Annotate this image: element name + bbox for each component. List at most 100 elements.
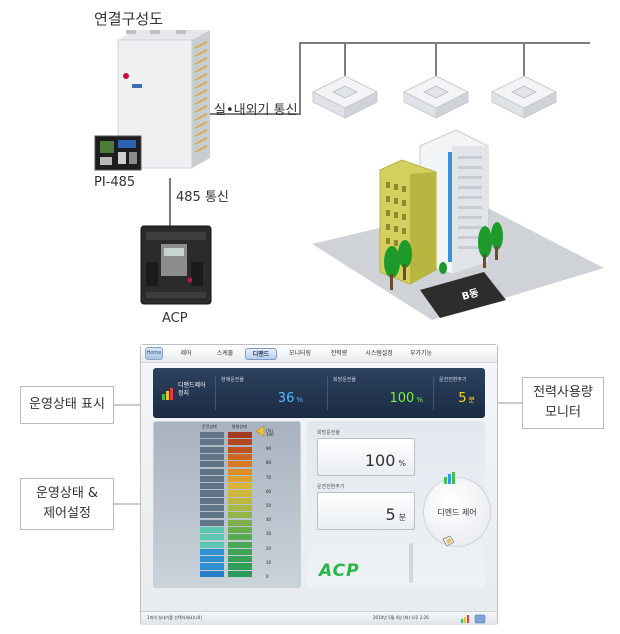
operating-rate-cell [200, 497, 224, 504]
load-level-cell [228, 453, 252, 461]
status-icons [461, 614, 486, 624]
demand-state-line-2: 정지 [178, 390, 190, 397]
kpi-desired-rate: 희망운전율 100% [327, 376, 431, 410]
acp-controller-icon [140, 225, 212, 305]
tab-extra[interactable]: 부가기능 [409, 350, 433, 357]
desired-rate-field[interactable]: 100% [317, 438, 415, 476]
scrollbar[interactable] [409, 543, 413, 583]
tab-schedule[interactable]: 스케줄 [216, 350, 234, 357]
gauge-unit-label: (%) [266, 428, 273, 433]
operating-rate-cell [200, 468, 224, 475]
operating-rate-cell [200, 453, 224, 461]
trees-icon [384, 222, 503, 290]
desired-rate-title: 희망운전율 [317, 430, 341, 436]
operating-rate-cell [200, 432, 224, 439]
tab-power[interactable]: 전력량 [330, 350, 348, 357]
hand-pointer-icon [442, 535, 455, 547]
screen-status-bar: 1개의 실내기를 선택하세요(나0) 2010년 5월 4일 (화) 오후 2:… [141, 611, 497, 625]
kpi-current-rate-title: 현재운전율 [221, 377, 245, 383]
load-level-cell [228, 570, 252, 577]
operating-rate-cell [200, 512, 224, 519]
load-level-cell [228, 483, 252, 490]
tower-white-icon [419, 129, 489, 275]
acp-label: ACP [162, 311, 188, 326]
load-level-cell [228, 497, 252, 504]
kpi-current-rate: 현재운전율 36% [215, 376, 311, 410]
home-button[interactable]: Home [145, 347, 163, 360]
chart-icon [461, 615, 469, 623]
operating-rate-cell [200, 439, 224, 446]
tab-system-settings[interactable]: 시스템설정 [365, 350, 393, 357]
building-label: B동 [461, 287, 480, 303]
operating-rate-cell [200, 541, 224, 548]
gauge-scale-tick: 80 [266, 460, 272, 466]
gauge-scale-tick: 0 [266, 574, 269, 579]
load-level-cell [228, 512, 252, 519]
operating-rate-cell [200, 483, 224, 490]
callout-status-setting: 운영상태 & 제어설정 [20, 478, 114, 530]
demand-state: 디맨드제어 정지 [178, 382, 206, 398]
load-level-cell [228, 556, 252, 563]
operating-rate-cell [200, 490, 224, 497]
acp-screen: Home 제어 스케줄 디맨드 모니터링 전력량 시스템설정 부가기능 디맨드제… [140, 344, 498, 625]
load-level-cell [228, 519, 252, 526]
operating-rate-cell [200, 505, 224, 512]
load-level-cell [228, 548, 252, 555]
callout-setting-line-1: 운영상태 & [35, 486, 99, 501]
demand-control-button[interactable]: 디멘드 제어 [423, 477, 491, 547]
operating-rate-bar [200, 432, 224, 578]
pi485-label: PI-485 [94, 175, 136, 190]
load-level-cell [228, 475, 252, 482]
gauge-scale-tick: 10 [266, 559, 272, 565]
gauge-scale-tick: 90 [266, 446, 272, 452]
load-level-cell [228, 534, 252, 541]
load-level-cell [228, 563, 252, 570]
load-level-cell [228, 526, 252, 534]
operating-rate-cell [200, 446, 224, 453]
operating-rate-cell [200, 556, 224, 563]
gauge-scale-tick: 40 [266, 517, 272, 523]
status-datetime: 2010년 5월 4일 (화) 오후 2:26 [373, 615, 429, 620]
tab-demand[interactable]: 디맨드 [245, 348, 277, 360]
callout-power-line-2: 모니터 [545, 405, 581, 420]
callout-status-display-text: 운영상태 표시 [29, 397, 105, 412]
tab-control[interactable]: 제어 [180, 350, 192, 357]
callout-power-line-1: 전력사용량 [533, 385, 593, 400]
kpi-current-rate-value: 36% [277, 391, 303, 406]
pi485-board-icon [94, 135, 142, 171]
operating-rate-cell [200, 548, 224, 555]
load-level-cell [228, 446, 252, 453]
operating-rate-cell [200, 475, 224, 482]
operating-rate-cell [200, 534, 224, 541]
level-marker-icon[interactable] [255, 425, 265, 437]
diagram-title: 연결구성도 [94, 10, 164, 28]
status-message: 1개의 실내기를 선택하세요(나0) [147, 615, 202, 620]
kpi-cycle-title: 운전전환주기 [439, 377, 467, 383]
network-icon [474, 614, 486, 624]
screen-tab-bar: Home 제어 스케줄 디맨드 모니터링 전력량 시스템설정 부가기능 [141, 345, 497, 363]
indoor-unit-1-icon [311, 75, 379, 119]
desired-rate-value: 100% [364, 451, 406, 470]
gauge-scale-tick: 70 [266, 474, 272, 480]
operating-rate-cell [200, 526, 224, 534]
cycle-title: 운전전환주기 [317, 484, 345, 490]
load-level-bar [228, 432, 252, 578]
operating-rate-cell [200, 519, 224, 526]
gauge-scale-tick: 30 [266, 531, 272, 537]
acp-logo: ACP [319, 561, 360, 581]
indoor-unit-3-icon [490, 75, 558, 119]
kpi-desired-rate-value: 100% [389, 391, 423, 406]
load-level-cell [228, 461, 252, 468]
connection-diagram: B동 [94, 30, 604, 320]
tab-monitoring[interactable]: 모니터링 [288, 350, 312, 357]
operating-rate-cell [200, 563, 224, 570]
kpi-desired-rate-title: 희망운전율 [333, 377, 357, 383]
gauge-col-load-label: 발령상태 [232, 424, 247, 429]
operating-rate-cell [200, 461, 224, 468]
